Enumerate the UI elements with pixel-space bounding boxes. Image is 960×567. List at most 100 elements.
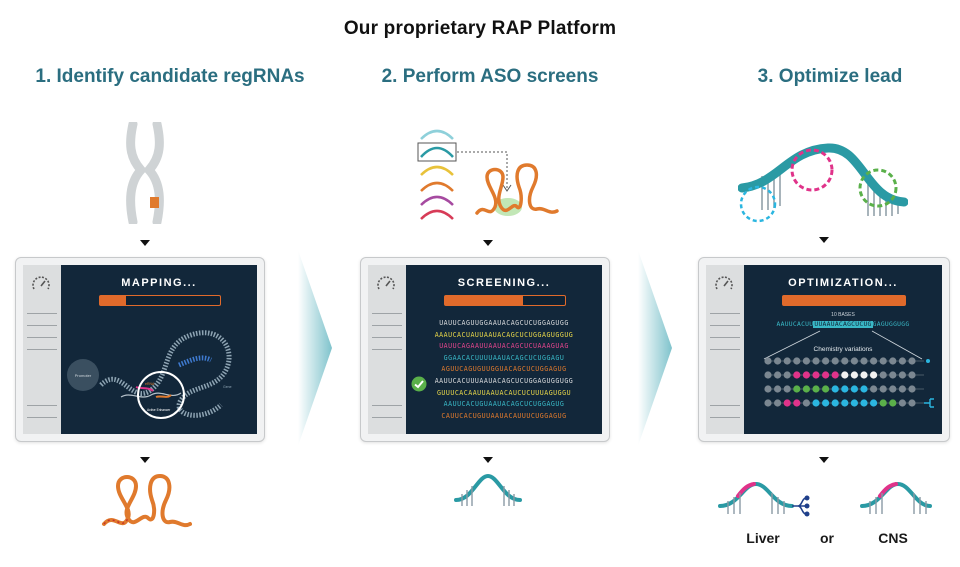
nucleotide-bead [850,385,858,393]
erna-label: eRNA [145,382,155,386]
nucleotide-bead [831,399,839,407]
nucleotide-bead [764,357,772,365]
nucleotide-bead [764,385,772,393]
nucleotide-bead [860,399,868,407]
chevron-arrow-icon [298,250,332,446]
monitor-sidebar [706,265,744,434]
optimization-title: OPTIMIZATION... [788,277,898,289]
nucleotide-bead [850,357,858,365]
nucleotide-bead [841,357,849,365]
nucleotide-bead [879,357,887,365]
sequence-line: AGUUCAGUGUUGGUACAGCUCUGGAGUG [441,365,567,374]
screening-monitor: SCREENING... UAUUCAGUUGGAAUACAGCUCUGGAGU… [360,257,610,442]
screening-title: SCREENING... [457,277,551,289]
gauge-icon [377,276,395,290]
nucleotide-bead [889,371,897,379]
nucleotide-bead [822,371,830,379]
chromosome-icon [126,122,164,224]
nucleotide-bead [860,357,868,365]
liver-aso-icon [718,481,810,517]
nucleotide-bead [822,399,830,407]
nucleotide-bead [898,385,906,393]
optimization-progress-bar [782,295,906,306]
nucleotide-bead [870,357,878,365]
nucleotide-bead [841,399,849,407]
nucleotide-bead [879,399,887,407]
step-1-title: 1. Identify candidate regRNAs [35,66,305,87]
optimization-monitor: OPTIMIZATION... 10 BASES AAUUCACUUUUAAUA… [698,257,950,442]
mapping-progress-fill [100,296,127,305]
optimization-screen: OPTIMIZATION... 10 BASES AAUUCACUUUUAAUA… [744,265,942,434]
nucleotide-bead [870,371,878,379]
aso-bound-icon [454,473,522,506]
nucleotide-bead [908,399,916,407]
nucleotide-bead [898,371,906,379]
nucleotide-bead [812,357,820,365]
dna-map-illustration: Promoter eRNA Active Enhancer Gene [67,330,232,419]
expansion-lines [763,330,923,360]
screening-progress-bar [444,295,566,306]
mapping-screen: MAPPING... Promoter eRNA Active Enhancer… [61,265,257,434]
chevron-arrow-icon-2 [638,250,672,446]
arrow-down-icon [140,240,150,246]
nucleotide-bead [879,385,887,393]
cns-aso-icon [860,481,932,514]
nucleotide-bead [898,357,906,365]
nucleotide-bead [860,385,868,393]
bases-label: 10 BASES [831,312,855,318]
nucleotide-bead [802,371,810,379]
nucleotide-bead [889,357,897,365]
screening-screen: SCREENING... UAUUCAGUUGGAAUACAGCUCUGGAGU… [406,265,602,434]
nucleotide-bead [889,385,897,393]
nucleotide-bead [793,371,801,379]
nucleotide-bead [841,371,849,379]
nucleotide-bead [879,371,887,379]
nucleotide-bead [783,371,791,379]
cns-label: CNS [878,530,908,546]
sequence-line: UAUUCAGUUGGAAUACAGCUCUGGAGUGG [439,319,569,327]
nucleotide-bead [831,371,839,379]
nucleotide-bead [898,399,906,407]
sequence-line: GGAACACUUUUAAUACAGCUCUGGAGU [443,353,565,362]
nucleotide-bead [802,399,810,407]
promoter-label: Promoter [75,373,92,378]
nucleotide-bead [802,357,810,365]
mapping-progress-bar [99,295,221,306]
mapping-monitor: MAPPING... Promoter eRNA Active Enhancer… [15,257,265,442]
nucleotide-bead [793,399,801,407]
sequence-right: GAGUGGUGG [872,321,910,328]
liver-label: Liver [746,530,780,546]
nucleotide-bead [850,371,858,379]
nucleotide-bead [783,399,791,407]
mapping-title: MAPPING... [121,277,197,289]
nucleotide-bead [908,371,916,379]
check-icon [411,376,427,392]
nucleotide-bead [812,371,820,379]
arrow-down-icon [819,457,829,463]
nucleotide-bead [822,357,830,365]
sequence-line: UAUUCAGAAUUAAUACAGCUCUAAAGUAG [439,342,569,351]
sequence-line: CAUUCACUGUUAAUACAUUUCUGGAGUG [441,411,567,420]
sequence-highlight: UUAAUACAGCUCUG [813,321,873,328]
enhancer-label: Active Enhancer [147,408,171,412]
nucleotide-bead [793,357,801,365]
sequence-line: AAUUCACUUUAAUACAGCUCUGGAGUGGUGG [434,377,574,385]
nucleotide-bead [812,399,820,407]
nucleotide-bead [841,385,849,393]
optimization-progress-fill [783,296,905,305]
chemistry-variation-rows [764,357,934,408]
chemistry-variations-label: Chemistry variations [813,346,873,353]
nucleotide-bead [783,357,791,365]
nucleotide-bead [802,385,810,393]
sequence-left: AAUUCACUU [776,321,814,328]
galnac-mark [924,398,934,408]
nucleotide-bead [812,385,820,393]
screening-progress-fill [445,296,523,305]
nucleotide-bead [764,399,772,407]
nucleotide-bead [793,385,801,393]
arrow-down-icon [483,240,493,246]
target-sequence: AAUUCACUUUUAAUACAGCUCUGGAGUGGUGG [744,321,942,328]
nucleotide-bead [774,357,782,365]
arrow-down-icon [483,457,493,463]
gene-label: Gene [223,385,232,389]
